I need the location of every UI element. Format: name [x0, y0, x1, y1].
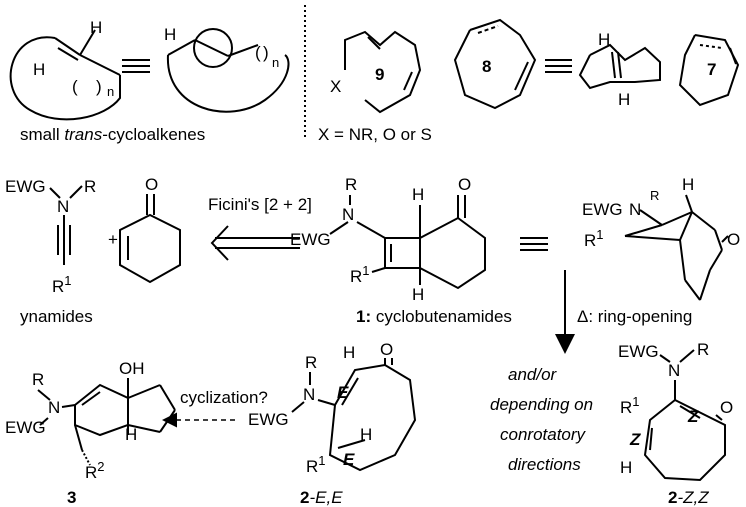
x-atom: X: [330, 77, 341, 96]
ring-opening-label: Δ: ring-opening: [577, 307, 692, 326]
cmpd3-number: 3: [67, 488, 76, 507]
nine-membered-ring-drawing: [344, 30, 422, 114]
n-label-ynamide: N: [57, 197, 69, 216]
h-label-2zz: H: [620, 458, 632, 477]
oh-label: OH: [119, 359, 145, 378]
h-label-top: H: [90, 18, 102, 37]
z-label-2: Z: [629, 430, 641, 449]
h-label-bridged: H: [164, 25, 176, 44]
eight-ring-3d-drawing: [578, 43, 661, 90]
h-label-3d: H: [682, 175, 694, 194]
h-label-2ee-bottom: H: [360, 425, 372, 444]
r1-label-2zz: R1: [620, 394, 640, 417]
ring-label-7: 7: [707, 60, 716, 79]
h-label-cmpd1-bottom: H: [412, 285, 424, 304]
and-or-line-4: directions: [508, 455, 581, 474]
cmpd1-3d-bonds: [624, 194, 729, 301]
o-label-cyclohexenone: O: [145, 175, 158, 194]
r-label-2ee: R: [305, 353, 317, 372]
ficini-label: Ficini's [2 + 2]: [208, 195, 312, 214]
e-label-2: E: [343, 450, 355, 469]
ewg-label-cmpd1: EWG: [290, 230, 331, 249]
trans-cycloalkene-bridged-drawing: [166, 28, 290, 113]
cmpd1-caption: 1: cyclobutenamides: [356, 307, 512, 326]
cmpd-2zz-bonds: [643, 349, 726, 482]
ewg-label-2zz: EWG: [618, 342, 659, 361]
r1-label-3d: R1: [584, 227, 604, 250]
plus-sign: +: [108, 230, 118, 249]
small-trans-cycloalkenes-caption: small trans-cycloalkenes: [20, 125, 205, 144]
ynamides-caption: ynamides: [20, 307, 93, 326]
r-label-2zz: R: [697, 340, 709, 359]
ynamide-bonds: [49, 185, 83, 265]
h-label-ring-bottom: H: [618, 90, 630, 109]
r-label-ynamide: R: [84, 177, 96, 196]
cyclization-label: cyclization?: [180, 388, 268, 407]
cyclohexenone-ring: [119, 194, 181, 284]
r-label-cmpd1: R: [345, 175, 357, 194]
n-label-2ee: N: [303, 385, 315, 404]
equivalence-sign-2: [545, 59, 572, 73]
ring-label-8: 8: [482, 57, 491, 76]
h-label-bottom: H: [33, 60, 45, 79]
ewg-label-cmpd3: EWG: [5, 418, 46, 437]
retrosynthetic-arrow: [210, 225, 300, 261]
r2-label-cmpd3: R2: [85, 459, 105, 482]
h-label-ring-top: H: [598, 30, 610, 49]
and-or-line-1: and/or: [508, 365, 558, 384]
o-label-2ee: O: [380, 340, 393, 359]
eight-membered-ring-drawing: [453, 18, 537, 110]
seven-membered-ring-drawing: [678, 34, 740, 107]
cmpd-2ee-caption: 2-E,E: [300, 488, 343, 507]
cmpd-2ee-bonds: [291, 358, 417, 472]
paren-close: ): [96, 77, 102, 96]
equivalence-sign-1: [122, 59, 150, 73]
h-label-cmpd3: H: [125, 425, 137, 444]
n-subscript: n: [107, 84, 114, 99]
ewg-label-3d: EWG: [582, 200, 623, 219]
paren-open: (: [72, 77, 78, 96]
n-label-cmpd1: N: [342, 205, 354, 224]
r1-label-2ee: R1: [306, 453, 326, 476]
cmpd-2zz-caption: 2-Z,Z: [668, 488, 709, 507]
paren-open-2: (: [255, 43, 261, 62]
paren-close-2: ): [263, 43, 269, 62]
trans-cycloalkene-open-drawing: [9, 29, 121, 121]
r1-label-cmpd1: R1: [350, 263, 370, 286]
o-label-3d: O: [727, 230, 740, 249]
n-subscript-2: n: [272, 55, 279, 70]
o-label-cmpd1: O: [458, 175, 471, 194]
ewg-label-ynamide: EWG: [5, 177, 46, 196]
and-or-line-2: depending on: [490, 395, 593, 414]
n-label-3d: N: [629, 200, 641, 219]
h-label-cmpd1-top: H: [412, 185, 424, 204]
ring-label-9: 9: [375, 65, 384, 84]
h-label-2ee-top: H: [343, 343, 355, 362]
x-definition-caption: X = NR, O or S: [318, 125, 432, 144]
o-label-2zz: O: [720, 398, 733, 417]
cmpd3-bonds: [37, 378, 176, 466]
r-label-3d: R: [650, 188, 659, 203]
equivalence-sign-3: [520, 237, 548, 251]
cmpd1-bonds: [329, 195, 486, 290]
ewg-label-2ee: EWG: [248, 410, 289, 429]
and-or-line-3: conrotatory: [500, 425, 587, 444]
n-label-cmpd3: N: [48, 398, 60, 417]
n-label-2zz: N: [668, 361, 680, 380]
r-label-cmpd3: R: [32, 370, 44, 389]
r1-label-ynamide: R1: [52, 273, 72, 296]
